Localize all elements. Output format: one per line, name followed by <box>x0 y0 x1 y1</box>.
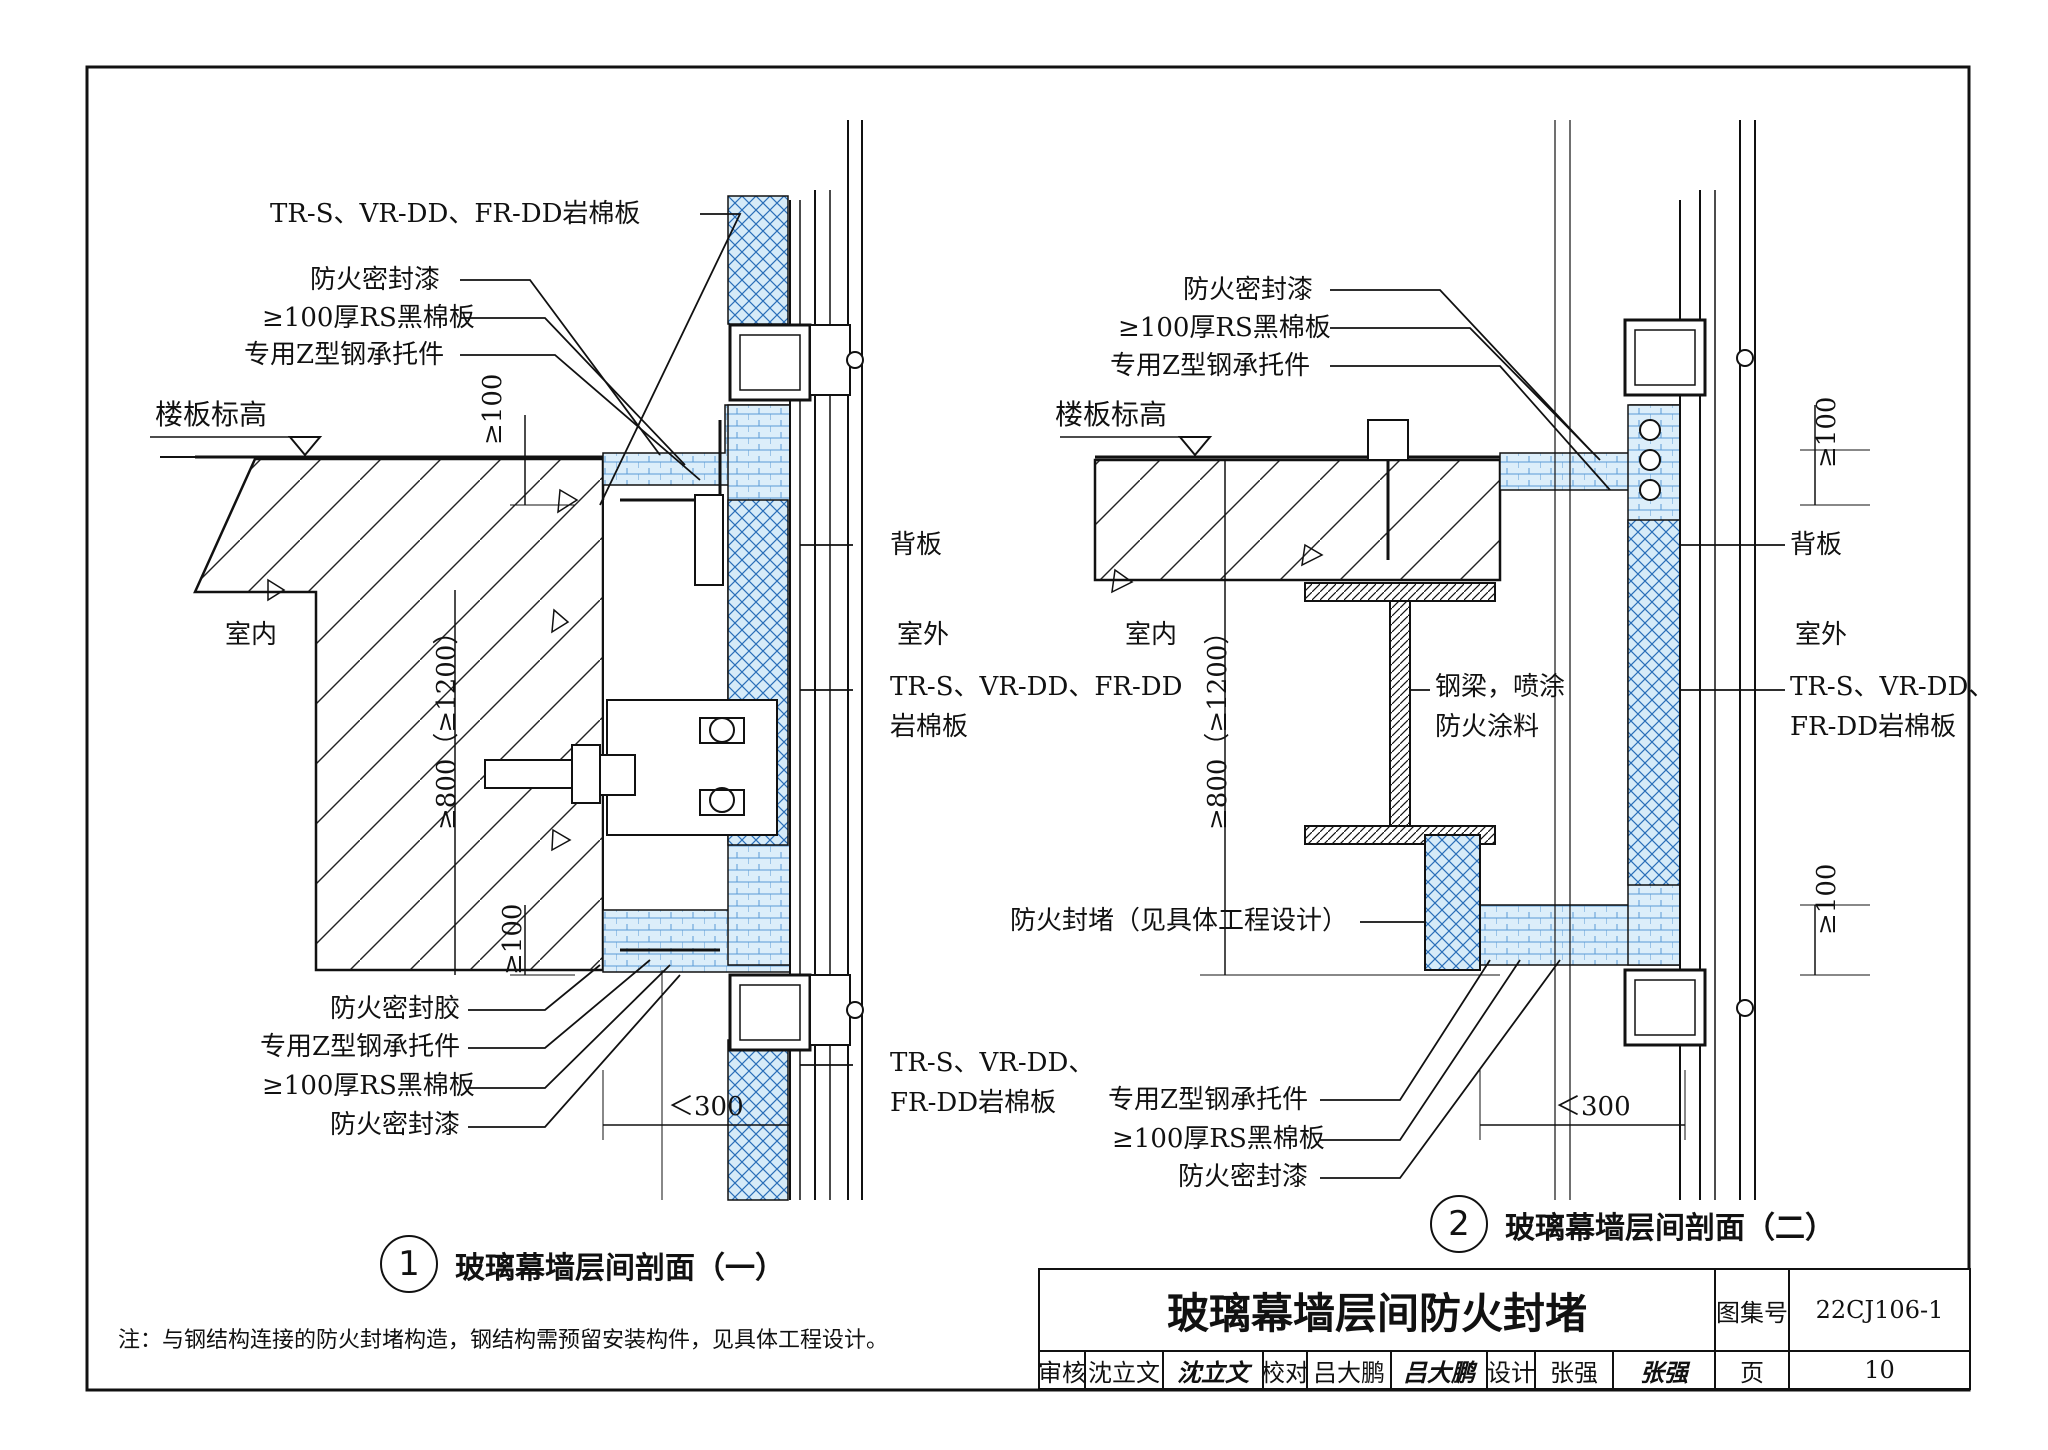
checker-name: 吕大鹏 <box>1313 1358 1385 1387</box>
label-dim-300-1: ＜300 <box>668 1092 744 1122</box>
label-back-panel-1: 背板 <box>890 530 943 560</box>
sheet-border <box>85 65 1971 1392</box>
mullion-bottom-1 <box>728 973 812 1052</box>
atlas-number: 22CJ106-1 <box>1815 1296 1944 1324</box>
label-back-panel-2: 背板 <box>1790 530 1843 560</box>
label-dim-300-2: ＜300 <box>1555 1092 1631 1122</box>
label-fire-paint-top-1: 防火密封漆 <box>310 265 441 295</box>
label-side-board-line1-2: TR-S、VR-DD、 <box>1790 672 1995 702</box>
label-indoor-2: 室内 <box>1125 620 1178 650</box>
steel-beam-top-flange <box>1304 582 1496 602</box>
page-label: 页 <box>1740 1358 1764 1387</box>
mullion-top-1 <box>728 323 812 402</box>
checker-signature: 吕大鹏 <box>1403 1357 1475 1387</box>
label-mid-board-line2-1: 岩棉板 <box>890 712 969 742</box>
label-outdoor-2: 室外 <box>1795 620 1848 650</box>
label-z-bracket-bottom-1: 专用Z型钢承托件 <box>260 1032 461 1062</box>
detail-number-2: 2 <box>1430 1195 1488 1253</box>
label-floor-level-1: 楼板标高 <box>155 398 268 431</box>
label-rs-board-bottom-1: ≥100厚RS黑棉板 <box>262 1071 475 1101</box>
label-side-board-line2-2: FR-DD岩棉板 <box>1790 712 1957 742</box>
footnote: 注：与钢结构连接的防火封堵构造，钢结构需预留安装构件，见具体工程设计。 <box>118 1328 889 1353</box>
label-dim-100-top-2: ≥100 <box>1812 396 1842 468</box>
label-dim-100-top-1: ≥100 <box>478 373 508 445</box>
detail-2-section <box>1060 120 1870 1200</box>
label-dim-height-1: ≥800（≥1200） <box>432 618 462 830</box>
label-rs-board-bottom-2: ≥100厚RS黑棉板 <box>1112 1124 1325 1154</box>
designer-name: 张强 <box>1550 1358 1598 1387</box>
steel-beam-web <box>1389 600 1411 827</box>
page-number: 10 <box>1864 1356 1895 1384</box>
label-fire-paint-top-2: 防火密封漆 <box>1183 275 1314 305</box>
mullion-top-2 <box>1623 318 1707 397</box>
label-fire-stop-2: 防火封堵（见具体工程设计） <box>1010 906 1349 936</box>
atlas-label: 图集号 <box>1716 1298 1788 1327</box>
check-label: 校对 <box>1261 1358 1309 1387</box>
reviewer-signature: 沈立文 <box>1177 1357 1249 1387</box>
label-z-bracket-bottom-2: 专用Z型钢承托件 <box>1108 1085 1309 1115</box>
label-dim-100-bottom-1: ≥100 <box>498 903 528 975</box>
rock-wool-top-1 <box>727 195 789 325</box>
detail-number-1: 1 <box>380 1235 438 1293</box>
review-label: 审核 <box>1038 1358 1086 1387</box>
designer-signature: 张强 <box>1640 1357 1688 1387</box>
label-steel-beam-line1-2: 钢梁，喷涂 <box>1435 672 1566 702</box>
detail-caption-1: 玻璃幕墙层间剖面（一） <box>455 1251 785 1286</box>
label-outdoor-1: 室外 <box>897 620 950 650</box>
fire-stop-block-2 <box>1424 834 1481 971</box>
detail-1-section <box>150 120 864 1201</box>
label-floor-level-2: 楼板标高 <box>1055 398 1168 431</box>
label-fire-paint-bottom-2: 防火密封漆 <box>1178 1162 1309 1192</box>
reviewer-name: 沈立文 <box>1088 1358 1160 1387</box>
label-fire-sealant-1: 防火密封胶 <box>330 994 461 1024</box>
label-z-bracket-top-1: 专用Z型钢承托件 <box>244 340 445 370</box>
rock-wool-bottom-1 <box>727 1039 789 1201</box>
label-rs-board-top-1: ≥100厚RS黑棉板 <box>262 303 475 333</box>
title-block: 玻璃幕墙层间防火封堵 图集号 22CJ106-1 审核 沈立文 沈立文 校对 吕… <box>1038 1268 1971 1390</box>
label-bottom-board-line2-1: FR-DD岩棉板 <box>890 1088 1057 1118</box>
drawing-title: 玻璃幕墙层间防火封堵 <box>1166 1288 1587 1338</box>
label-z-bracket-top-2: 专用Z型钢承托件 <box>1110 351 1311 381</box>
label-dim-100-bottom-2: ≥100 <box>1812 863 1842 935</box>
label-fire-paint-bottom-1: 防火密封漆 <box>330 1110 461 1140</box>
mullion-bottom-2 <box>1623 968 1707 1047</box>
label-rs-board-top-2: ≥100厚RS黑棉板 <box>1118 313 1331 343</box>
label-indoor-1: 室内 <box>225 620 278 650</box>
design-label: 设计 <box>1487 1358 1535 1387</box>
label-mid-board-line1-1: TR-S、VR-DD、FR-DD <box>890 672 1183 702</box>
detail-caption-2: 玻璃幕墙层间剖面（二） <box>1505 1211 1835 1246</box>
label-bottom-board-line1-1: TR-S、VR-DD、 <box>890 1048 1095 1078</box>
floor-slab-2 <box>1093 458 1502 582</box>
label-dim-height-2: ≥800（≥1200） <box>1203 618 1233 830</box>
label-steel-beam-line2-2: 防火涂料 <box>1435 712 1540 742</box>
rock-wool-mid-2 <box>1627 519 1681 886</box>
label-top-rock-wool-1: TR-S、VR-DD、FR-DD岩棉板 <box>270 199 641 229</box>
